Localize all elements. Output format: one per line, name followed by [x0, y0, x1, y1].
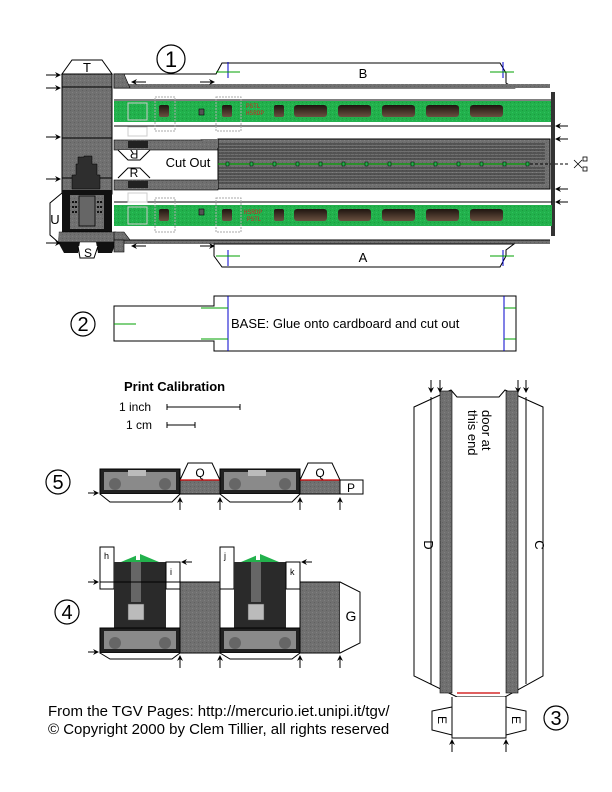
label-E-left: E [435, 716, 449, 724]
label-h: h [104, 551, 109, 561]
label-k: k [290, 567, 295, 577]
door-text-line2: this end [465, 410, 480, 456]
label-Q-2: Q [315, 466, 324, 480]
side-A: A [113, 231, 550, 268]
footer-source: From the TGV Pages: http://mercurio.iet.… [48, 703, 390, 720]
label-P: P [347, 481, 355, 495]
calibration-cm-label: 1 cm [126, 418, 152, 432]
nose-piece: T U [49, 59, 117, 260]
part-3: D C door at this end E E 3 [413, 380, 569, 752]
cut-out-label: Cut Out [166, 155, 211, 170]
top-window-band: PSTL HSRDP [114, 96, 552, 137]
step-circle-5 [45, 469, 71, 495]
step-circle-4 [54, 599, 80, 625]
undercarriage: R R Cut Out [113, 92, 588, 236]
step-circle-2 [70, 311, 96, 337]
print-calibration: Print Calibration 1 inch 1 cm [119, 379, 241, 432]
step-number-2: 2 [77, 314, 88, 336]
footer-copyright: © Copyright 2000 by Clem Tillier, all ri… [48, 721, 390, 738]
step-number-1: 1 [165, 47, 177, 72]
bottom-window-band: HSRDP PSTL [114, 192, 552, 233]
part-4: 4 h i j k G [54, 546, 361, 668]
step-circle-3 [543, 705, 569, 731]
alignment-arrows-part1 [46, 72, 568, 249]
label-B: B [359, 66, 368, 81]
base-instruction: BASE: Glue onto cardboard and cut out [231, 316, 460, 331]
car-marking-top-1: PSTL [246, 103, 261, 110]
label-E-right: E [509, 716, 523, 724]
door-text-line1: door at [479, 410, 494, 451]
label-Q-1: Q [195, 466, 204, 480]
part-1: 1 T [46, 44, 588, 268]
label-D: D [421, 540, 436, 549]
label-R-bottom: R [130, 166, 139, 180]
part-5: 5 Q Q P [45, 462, 364, 510]
label-C: C [532, 540, 547, 549]
car-marking-top-2: HSRDP [246, 110, 264, 117]
car-marking-bottom-2: PSTL [247, 216, 262, 223]
label-S: S [84, 246, 92, 260]
step-number-4: 4 [61, 602, 72, 624]
part-2-base: 2 BASE: Glue onto cardboard and cut out [70, 295, 517, 352]
label-G: G [346, 608, 357, 624]
calibration-title: Print Calibration [124, 379, 225, 394]
label-U: U [50, 212, 59, 227]
label-R-top: R [129, 147, 138, 161]
step-circle-1 [156, 44, 186, 74]
car-marking-bottom-1: HSRDP [244, 209, 262, 216]
scissors-icon [573, 156, 588, 172]
footer: From the TGV Pages: http://mercurio.iet.… [48, 703, 390, 739]
calibration-inch-label: 1 inch [119, 400, 151, 414]
step-number-3: 3 [550, 708, 561, 730]
label-T: T [83, 60, 91, 75]
step-number-5: 5 [52, 472, 63, 494]
label-i: i [170, 567, 172, 577]
label-A: A [359, 250, 368, 265]
label-j: j [223, 551, 226, 561]
